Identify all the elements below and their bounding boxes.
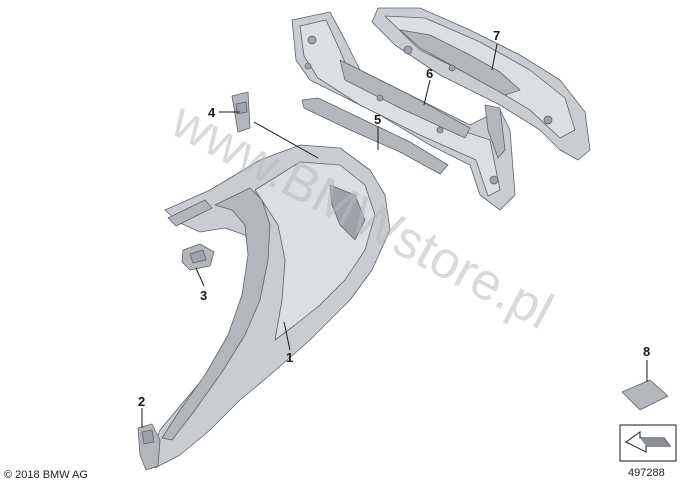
- part-4-bracket: [231, 91, 251, 133]
- part-2-bracket: [137, 423, 161, 471]
- callout-labels: 1 2 3 4 5 6 7 8: [138, 28, 650, 409]
- direction-arrow-icon: [619, 424, 677, 462]
- callout-1: 1: [286, 350, 293, 365]
- part-6-side-member: [291, 11, 516, 211]
- callout-4: 4: [208, 105, 216, 120]
- document-number: 497288: [628, 467, 665, 479]
- callout-8: 8: [643, 344, 650, 359]
- callout-6: 6: [426, 66, 433, 81]
- callout-3: 3: [200, 288, 207, 303]
- callout-5: 5: [374, 112, 381, 127]
- callout-7: 7: [493, 28, 500, 43]
- part-8-patch: [621, 379, 669, 411]
- part-1-side-panel: [149, 144, 391, 469]
- part-3-bracket: [181, 243, 215, 271]
- part-7-rear-crossmember: [371, 7, 591, 161]
- part-5-reinforcement-strip: [301, 97, 449, 175]
- copyright-text: © 2018 BMW AG: [4, 469, 88, 481]
- leader-lines: [141, 43, 648, 428]
- callout-2: 2: [138, 394, 145, 409]
